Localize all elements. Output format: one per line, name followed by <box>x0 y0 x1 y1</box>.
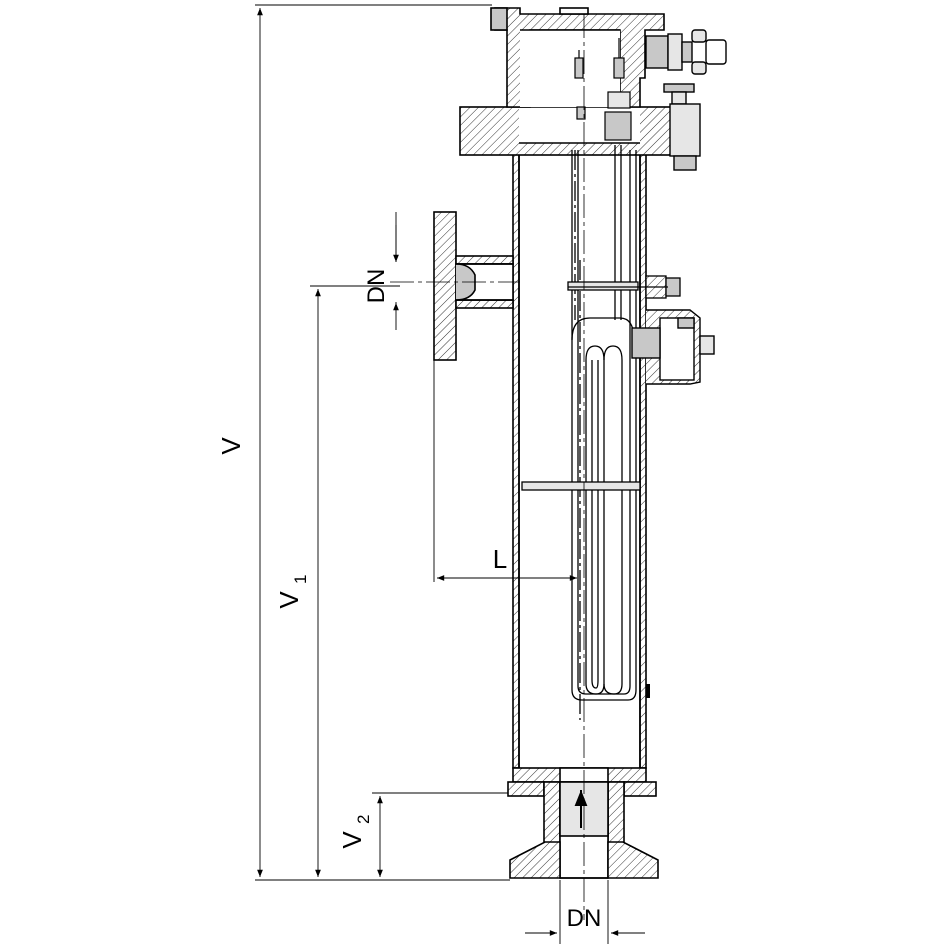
heating-element <box>571 145 637 720</box>
dimension-lines <box>255 4 645 944</box>
dimension-labels: V V 1 V 2 DN L DN <box>216 269 601 932</box>
label-v1-subscript: 1 <box>291 575 310 584</box>
flange-bolt <box>663 83 701 171</box>
label-l: L <box>493 544 507 574</box>
terminal-pins <box>574 38 632 141</box>
label-v2: V <box>337 831 367 849</box>
control-box <box>631 309 715 385</box>
thermo-fitting <box>568 275 681 299</box>
label-dn-side: DN <box>363 269 390 304</box>
side-nozzle <box>433 211 514 361</box>
drain-plug <box>646 684 650 698</box>
label-v: V <box>216 437 246 455</box>
label-v2-subscript: 2 <box>354 815 373 824</box>
support-plates <box>521 281 641 491</box>
label-dn-bottom: DN <box>567 905 602 932</box>
cable-gland <box>645 29 727 75</box>
center-lines <box>390 14 585 920</box>
terminal-box <box>490 7 665 108</box>
label-v1: V <box>274 591 304 609</box>
